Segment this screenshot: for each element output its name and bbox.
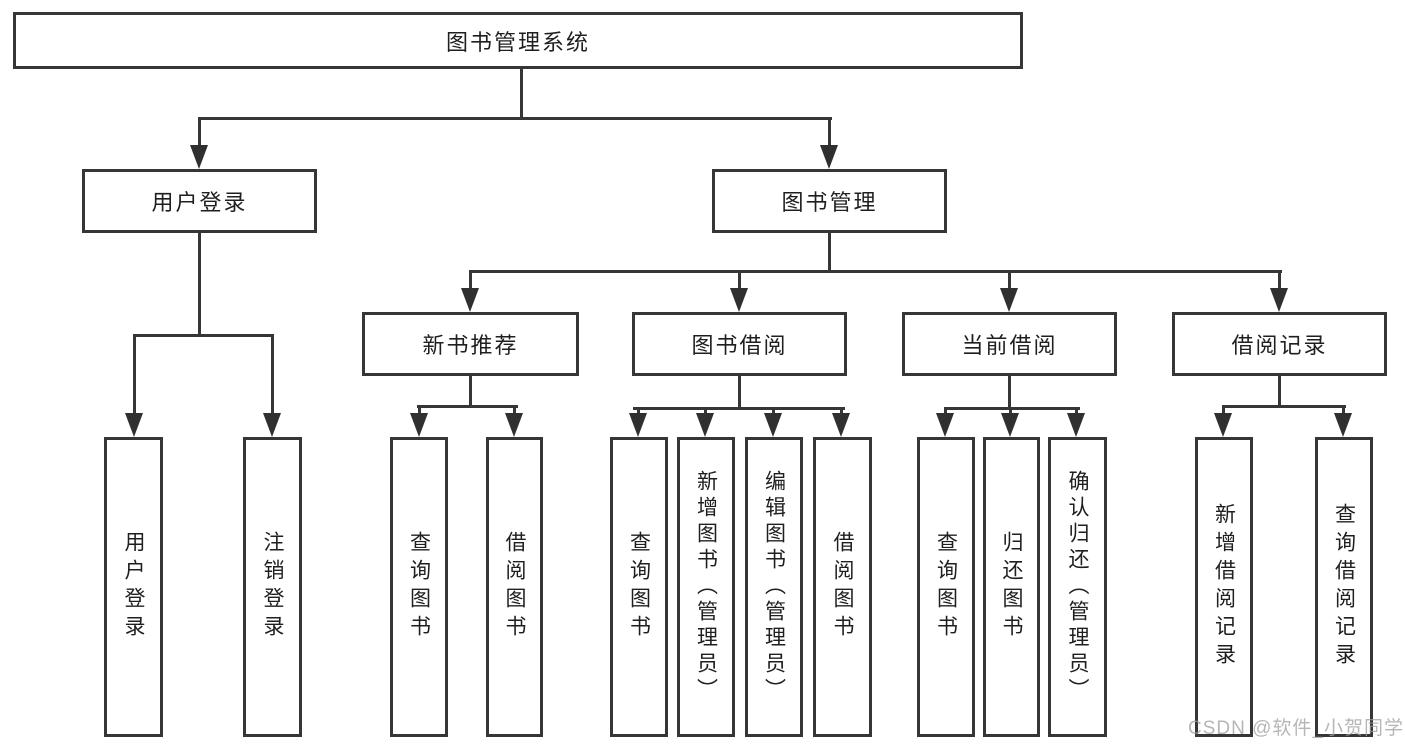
arrow-book-borrow-leaf2	[696, 413, 714, 437]
edge-to-book-borrow-stem	[738, 273, 741, 289]
leaf-return-book-label: 归还图书	[1000, 531, 1023, 643]
arrow-to-book-borrow	[730, 288, 748, 312]
arrow-book-borrow-leaf3	[764, 413, 782, 437]
node-current-borrow: 当前借阅	[902, 312, 1117, 376]
edge-user-login-stem	[198, 233, 201, 336]
arrow-borrow-record-leaf1	[1214, 413, 1232, 437]
edge-to-new-book-stem	[469, 273, 472, 289]
leaf-query-book-current-label: 查询图书	[934, 531, 958, 643]
edge-book-borrow-hbar	[633, 407, 845, 410]
edge-borrow-record-l1	[1222, 408, 1225, 415]
node-user-login-label: 用户登录	[151, 190, 248, 215]
node-book-borrow: 图书借阅	[632, 312, 847, 376]
leaf-query-book-recommend-label: 查询图书	[407, 531, 431, 643]
edge-book-borrow-l1	[637, 410, 640, 415]
edge-book-borrow-l2	[704, 410, 707, 415]
leaf-confirm-return-admin-label: 确认归还（管理员）	[1066, 470, 1089, 704]
leaf-add-book-admin: 新增图书（管理员）	[677, 437, 735, 737]
edge-book-borrow-l4	[840, 410, 843, 415]
arrow-current-borrow-leaf2	[1001, 413, 1019, 437]
leaf-edit-book-admin-label: 编辑图书（管理员）	[762, 470, 786, 704]
leaf-edit-book-admin: 编辑图书（管理员）	[745, 437, 803, 737]
edge-current-borrow-l2	[1009, 410, 1012, 415]
arrow-to-current-borrow	[1000, 288, 1018, 312]
leaf-logout-login-label: 注销登录	[261, 531, 284, 643]
leaf-confirm-return-admin: 确认归还（管理员）	[1048, 437, 1107, 737]
leaf-user-login: 用户登录	[104, 437, 163, 737]
edge-borrow-record-stem	[1278, 376, 1281, 407]
arrow-to-book-mgmt	[820, 145, 838, 169]
node-new-book-recommend: 新书推荐	[362, 312, 579, 376]
edge-borrow-record-l2	[1342, 408, 1345, 415]
leaf-borrow-book-recommend: 借阅图书	[486, 437, 543, 737]
arrow-to-new-book	[461, 288, 479, 312]
leaf-add-borrow-record: 新增借阅记录	[1195, 437, 1253, 737]
edge-to-current-borrow-stem	[1008, 273, 1011, 289]
arrow-book-borrow-leaf1	[629, 413, 647, 437]
leaf-borrow-book-label: 借阅图书	[831, 531, 854, 643]
leaf-return-book: 归还图书	[983, 437, 1040, 737]
node-book-management: 图书管理	[712, 169, 947, 233]
edge-root-to-user-login-stem	[198, 120, 201, 147]
arrow-to-user-login	[190, 145, 208, 169]
node-borrow-record: 借阅记录	[1172, 312, 1387, 376]
edge-to-leaf-user-login-stem	[133, 337, 136, 413]
node-book-borrow-label: 图书借阅	[691, 333, 788, 358]
leaf-logout-login: 注销登录	[243, 437, 302, 737]
edge-book-borrow-l3	[772, 410, 775, 415]
arrow-current-borrow-leaf1	[936, 413, 954, 437]
edge-to-borrow-record-stem	[1278, 273, 1281, 289]
node-root-label: 图书管理系统	[445, 29, 590, 55]
edge-user-login-hbar	[133, 334, 274, 337]
edge-book-mgmt-stem	[828, 233, 831, 272]
edge-new-book-l1	[418, 408, 421, 415]
arrow-current-borrow-leaf3	[1067, 413, 1085, 437]
edge-new-book-hbar	[417, 405, 518, 408]
arrow-to-leaf-user-login	[125, 413, 143, 437]
edge-current-borrow-l3	[1075, 410, 1078, 415]
leaf-add-book-admin-label: 新增图书（管理员）	[694, 470, 718, 704]
leaf-borrow-book: 借阅图书	[813, 437, 872, 737]
leaf-query-book-borrow: 查询图书	[610, 437, 668, 737]
edge-book-borrow-stem	[738, 376, 741, 409]
leaf-user-login-label: 用户登录	[122, 531, 145, 643]
leaf-query-book-borrow-label: 查询图书	[627, 531, 651, 643]
leaf-query-borrow-record: 查询借阅记录	[1315, 437, 1373, 737]
arrow-to-leaf-logout	[263, 413, 281, 437]
leaf-borrow-book-recommend-label: 借阅图书	[503, 531, 526, 643]
csdn-watermark: CSDN @软件_小贺同学	[1188, 718, 1404, 739]
leaf-query-book-recommend: 查询图书	[390, 437, 448, 737]
edge-current-borrow-l1	[944, 410, 947, 415]
node-borrow-record-label: 借阅记录	[1231, 333, 1328, 358]
node-new-book-recommend-label: 新书推荐	[422, 333, 519, 358]
node-current-borrow-label: 当前借阅	[961, 333, 1058, 358]
edge-root-hbar	[198, 117, 832, 120]
edge-root-to-book-mgmt-stem	[828, 120, 831, 147]
arrow-borrow-record-leaf2	[1334, 413, 1352, 437]
node-user-login: 用户登录	[82, 169, 317, 233]
leaf-query-borrow-record-label: 查询借阅记录	[1332, 503, 1356, 671]
edge-current-borrow-stem	[1008, 376, 1011, 409]
arrow-to-borrow-record	[1270, 288, 1288, 312]
leaf-query-book-current: 查询图书	[917, 437, 975, 737]
edge-new-book-stem	[469, 376, 472, 407]
arrow-book-borrow-leaf4	[832, 413, 850, 437]
edge-root-stem	[520, 68, 523, 120]
leaf-add-borrow-record-label: 新增借阅记录	[1212, 503, 1236, 671]
node-book-management-label: 图书管理	[781, 190, 878, 215]
node-root-library-system: 图书管理系统	[13, 12, 1023, 69]
edge-current-borrow-hbar	[944, 407, 1080, 410]
edge-new-book-l2	[513, 408, 516, 415]
edge-borrow-record-hbar	[1222, 405, 1346, 408]
arrow-new-book-leaf2	[505, 413, 523, 437]
arrow-new-book-leaf1	[410, 413, 428, 437]
edge-to-leaf-logout-stem	[271, 337, 274, 413]
edge-book-mgmt-hbar	[469, 270, 1282, 273]
